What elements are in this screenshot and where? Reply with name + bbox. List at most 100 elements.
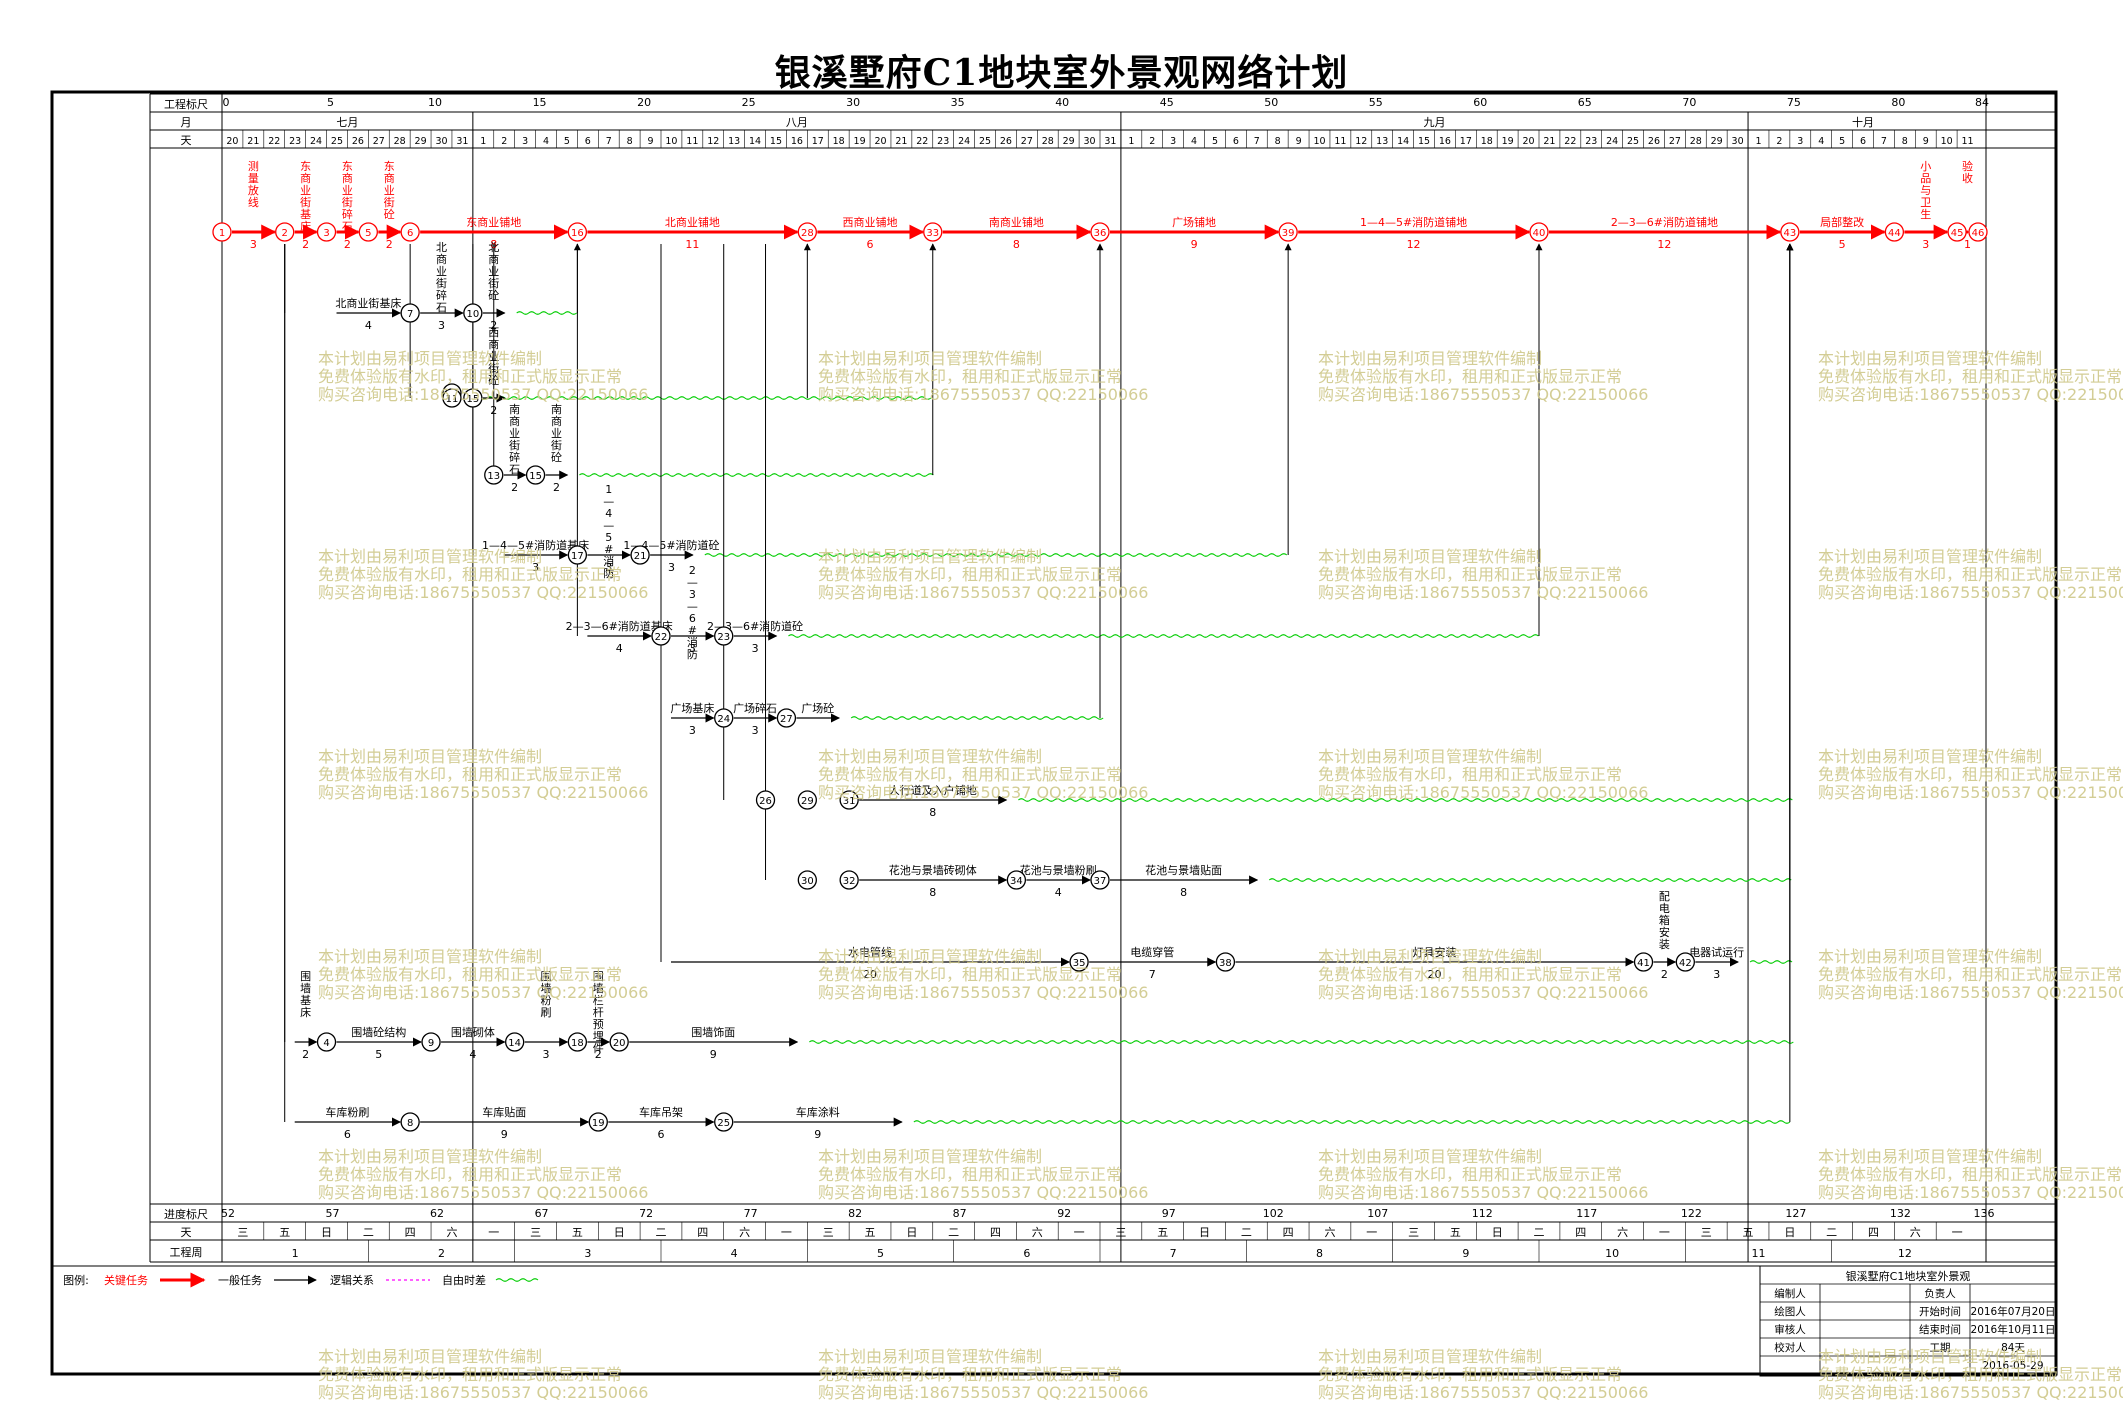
info-cell: 2016年10月11日 — [1971, 1323, 2056, 1336]
day-label: 15 — [1418, 136, 1430, 147]
node-number: 33 — [926, 228, 939, 239]
task-name: 验收 — [1962, 159, 1973, 185]
day-label: 15 — [770, 136, 782, 147]
weekday-label: 四 — [1868, 1226, 1879, 1239]
day-label: 9 — [1296, 136, 1302, 147]
legend-label: 图例: — [63, 1273, 89, 1287]
node-circle — [1780, 222, 1800, 242]
bottom-tick-label: 136 — [1974, 1207, 1995, 1220]
node-number: 39 — [1282, 228, 1295, 239]
task-name: 广场砼 — [801, 701, 834, 715]
day-label: 18 — [1481, 136, 1493, 147]
task-name: 广场基床 — [670, 701, 714, 715]
task-name: 1—4—5#消防道基床 — [482, 538, 589, 552]
task-duration: 4 — [616, 642, 623, 655]
node-number: 17 — [571, 551, 584, 562]
task-name: 花池与景墙砖砌体 — [889, 863, 977, 877]
weekday-label: 六 — [1910, 1226, 1921, 1239]
bottom-tick-label: 97 — [1162, 1207, 1176, 1220]
day-label: 30 — [1084, 136, 1096, 147]
node-circle — [400, 303, 420, 323]
task-duration: 4 — [469, 1048, 476, 1061]
day-label: 25 — [979, 136, 991, 147]
task-duration: 6 — [658, 1128, 665, 1141]
task-duration: 2 — [302, 238, 309, 251]
weekday-label: 六 — [1324, 1226, 1335, 1239]
task-name: 配电箱安装 — [1659, 890, 1670, 951]
weekday-label: 五 — [1157, 1226, 1168, 1239]
day-label: 28 — [1042, 136, 1054, 147]
task-name: 南商业铺地 — [989, 215, 1044, 229]
node-circle — [1090, 222, 1110, 242]
weekday-row-label: 天 — [181, 1226, 192, 1239]
node-circle — [1675, 952, 1695, 972]
node-circle — [1006, 870, 1027, 890]
week-label: 8 — [1316, 1247, 1323, 1260]
day-label: 6 — [585, 136, 591, 147]
bottom-tick-label: 102 — [1263, 1207, 1284, 1220]
node-number: 32 — [843, 876, 856, 887]
task-name: 1—4—5#消防道铺地 — [1360, 215, 1467, 229]
task-duration: 4 — [365, 319, 372, 332]
day-label: 2 — [1149, 136, 1155, 147]
task-duration: 9 — [1191, 238, 1198, 251]
day-label: 7 — [1881, 136, 1887, 147]
task-duration: 9 — [710, 1048, 717, 1061]
day-label: 1 — [1755, 136, 1761, 147]
node-circle — [463, 388, 483, 408]
weekday-label: 二 — [656, 1226, 667, 1239]
day-label: 10 — [1313, 136, 1325, 147]
top-tick-label: 45 — [1160, 96, 1174, 109]
node-number: 8 — [407, 1118, 413, 1129]
day-label: 22 — [1564, 136, 1576, 147]
node-circle — [651, 626, 671, 646]
weekday-label: 日 — [614, 1226, 625, 1239]
day-label: 27 — [373, 136, 385, 147]
task-duration: 3 — [1713, 968, 1720, 981]
top-tick-label: 75 — [1787, 96, 1801, 109]
day-label: 18 — [833, 136, 845, 147]
weekday-label: 二 — [1241, 1226, 1252, 1239]
bottom-tick-label: 72 — [639, 1207, 653, 1220]
task-name: 东商业街基床 — [300, 160, 311, 233]
task-duration: 2 — [511, 481, 518, 494]
day-label: 31 — [1104, 136, 1116, 147]
free-float-wave — [474, 396, 932, 400]
bottom-tick-label: 77 — [744, 1207, 758, 1220]
node-circle — [567, 222, 588, 242]
day-label: 8 — [1275, 136, 1281, 147]
task-duration: 2 — [595, 1048, 602, 1061]
weekday-label: 二 — [948, 1226, 959, 1239]
day-label: 2 — [1776, 136, 1782, 147]
bottom-scale-label: 进度标尺 — [164, 1207, 208, 1221]
node-circle — [797, 790, 817, 810]
day-label: 27 — [1669, 136, 1681, 147]
top-tick-label: 40 — [1055, 96, 1069, 109]
top-tick-label: 70 — [1682, 96, 1696, 109]
top-tick-label: 5 — [327, 96, 334, 109]
free-float-wave — [913, 1120, 1791, 1124]
node-circle — [316, 1032, 337, 1052]
day-label: 6 — [1860, 136, 1866, 147]
top-tick-label: 20 — [637, 96, 651, 109]
day-label: 26 — [352, 136, 364, 147]
task-duration: 2 — [386, 238, 393, 251]
bottom-tick-label: 122 — [1681, 1207, 1702, 1220]
bottom-tick-label: 92 — [1057, 1207, 1071, 1220]
day-label: 7 — [606, 136, 612, 147]
task-duration: 11 — [685, 238, 699, 251]
weekday-label: 五 — [572, 1226, 583, 1239]
week-label: 11 — [1752, 1247, 1766, 1260]
task-name: 车库涂料 — [796, 1105, 840, 1119]
info-cell: 结束时间 — [1919, 1323, 1961, 1336]
node-number: 13 — [487, 471, 500, 482]
week-label: 7 — [1170, 1247, 1177, 1260]
task-name: 灯具安装 — [1412, 945, 1456, 959]
task-duration: 6 — [867, 238, 874, 251]
node-circle — [1278, 222, 1298, 242]
bottom-tick-label: 62 — [430, 1207, 444, 1220]
top-tick-label: 55 — [1369, 96, 1383, 109]
node-circle — [1884, 222, 1905, 242]
weekday-label: 日 — [321, 1226, 332, 1239]
day-label: 24 — [310, 136, 322, 147]
